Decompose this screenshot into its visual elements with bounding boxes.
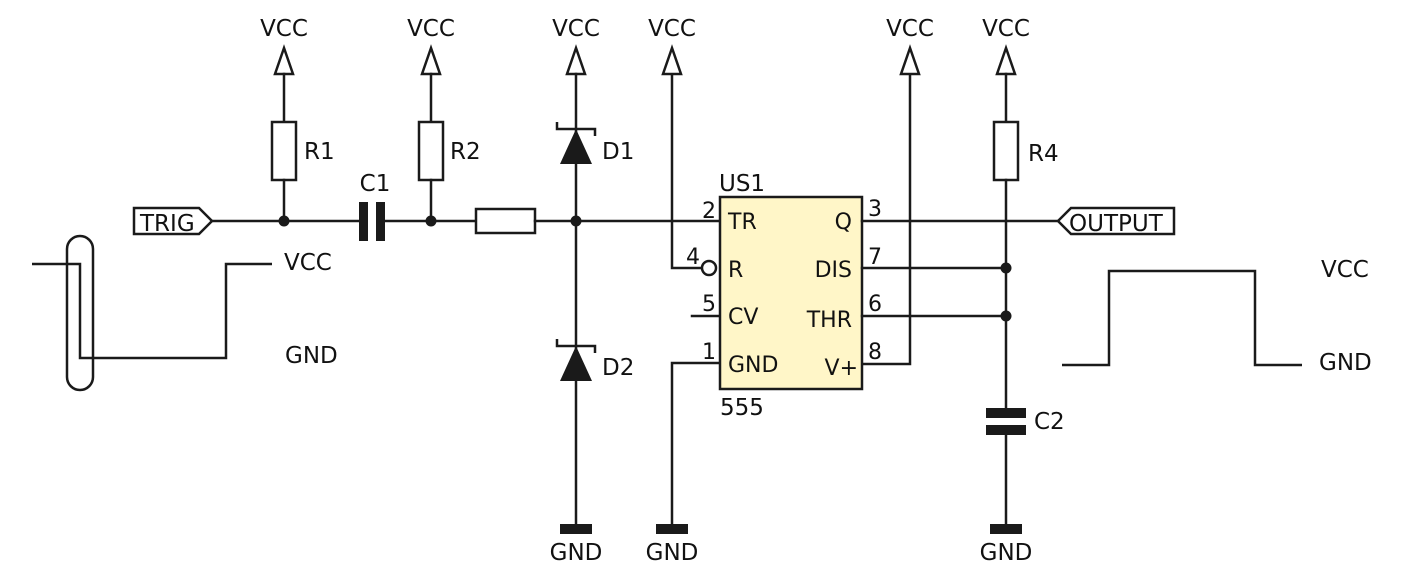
- junction-dot: [278, 215, 290, 227]
- reset-inversion-bubble: [700, 259, 718, 277]
- output-vcc-level-label: VCC: [1321, 257, 1369, 283]
- pin-number: 8: [868, 340, 882, 365]
- input-waveform: VCC GND: [32, 234, 338, 392]
- output-pulse-trace: [1062, 269, 1302, 367]
- junction-dot: [1000, 262, 1012, 274]
- resistor-r2: R2: [417, 72, 481, 223]
- zener-diode-d1: D1: [555, 72, 634, 223]
- vcc-symbol-r4: VCC: [982, 16, 1030, 76]
- gnd-symbol-d2: GND: [550, 524, 603, 566]
- pin-name: CV: [728, 305, 758, 330]
- vcc-label: VCC: [886, 16, 934, 42]
- pin-name: GND: [728, 353, 778, 378]
- zener-diode-d2: D2: [555, 219, 634, 529]
- vcc-label: VCC: [552, 16, 600, 42]
- output-port: OUTPUT: [1056, 206, 1176, 237]
- pin-name: DIS: [815, 258, 852, 283]
- resistor-r3: [474, 207, 537, 235]
- junction-dot: [425, 215, 437, 227]
- d2-label: D2: [602, 355, 634, 381]
- vcc-symbol-r1: VCC: [260, 16, 308, 76]
- wire-vplus: [862, 74, 912, 366]
- d1-label: D1: [602, 139, 634, 165]
- vcc-label: VCC: [407, 16, 455, 42]
- vcc-symbol-vplus: VCC: [886, 16, 934, 76]
- gnd-label: GND: [980, 540, 1033, 566]
- r1-label: R1: [304, 139, 335, 165]
- pin-name: R: [728, 258, 743, 283]
- pin-number: 4: [686, 245, 700, 270]
- c2-label: C2: [1034, 409, 1065, 435]
- pin-number: 1: [702, 340, 716, 365]
- ic-555: US1 555 2 TR 4 R 5 CV 1 GND 3 Q 7 DIS 6 …: [686, 171, 882, 421]
- gnd-label: GND: [646, 540, 699, 566]
- wire-gnd: [670, 361, 720, 527]
- capacitor-c1: C1: [359, 171, 390, 241]
- waveform-highlight-outline: [65, 234, 95, 392]
- input-gnd-level-label: GND: [285, 343, 338, 369]
- gnd-symbol-c2: GND: [980, 524, 1033, 566]
- pin-number: 6: [868, 292, 882, 317]
- input-pulse-trace: [32, 262, 272, 360]
- vcc-label: VCC: [982, 16, 1030, 42]
- pin-number: 2: [702, 199, 716, 224]
- vcc-symbol-reset: VCC: [648, 16, 696, 76]
- trig-label: TRIG: [139, 211, 195, 237]
- pin-name: Q: [835, 210, 852, 235]
- output-label: OUTPUT: [1069, 211, 1164, 237]
- gnd-symbol-ic: GND: [646, 524, 699, 566]
- resistor-r4: R4: [992, 72, 1059, 412]
- c1-label: C1: [360, 171, 391, 197]
- pin-number: 3: [868, 197, 882, 222]
- pin-name: TR: [727, 210, 757, 235]
- vcc-label: VCC: [648, 16, 696, 42]
- resistor-r1: R1: [270, 72, 335, 223]
- pin-name: THR: [806, 308, 852, 333]
- vcc-label: VCC: [260, 16, 308, 42]
- capacitor-c2: C2: [986, 408, 1065, 529]
- vcc-symbol-r2: VCC: [407, 16, 455, 76]
- vcc-symbol-d1: VCC: [552, 16, 600, 76]
- ic-value-label: 555: [720, 395, 764, 421]
- input-vcc-level-label: VCC: [284, 250, 332, 276]
- r4-label: R4: [1028, 141, 1059, 167]
- output-gnd-level-label: GND: [1319, 350, 1372, 376]
- output-waveform: VCC GND: [1062, 257, 1372, 376]
- wire-reset: [670, 74, 702, 270]
- junction-dot: [1000, 310, 1012, 322]
- r2-label: R2: [450, 139, 481, 165]
- trig-port: TRIG: [132, 206, 214, 237]
- gnd-label: GND: [550, 540, 603, 566]
- pin-number: 5: [702, 292, 716, 317]
- pin-number: 7: [868, 245, 882, 270]
- ic-ref-label: US1: [719, 171, 765, 197]
- pin-name: V+: [825, 356, 858, 381]
